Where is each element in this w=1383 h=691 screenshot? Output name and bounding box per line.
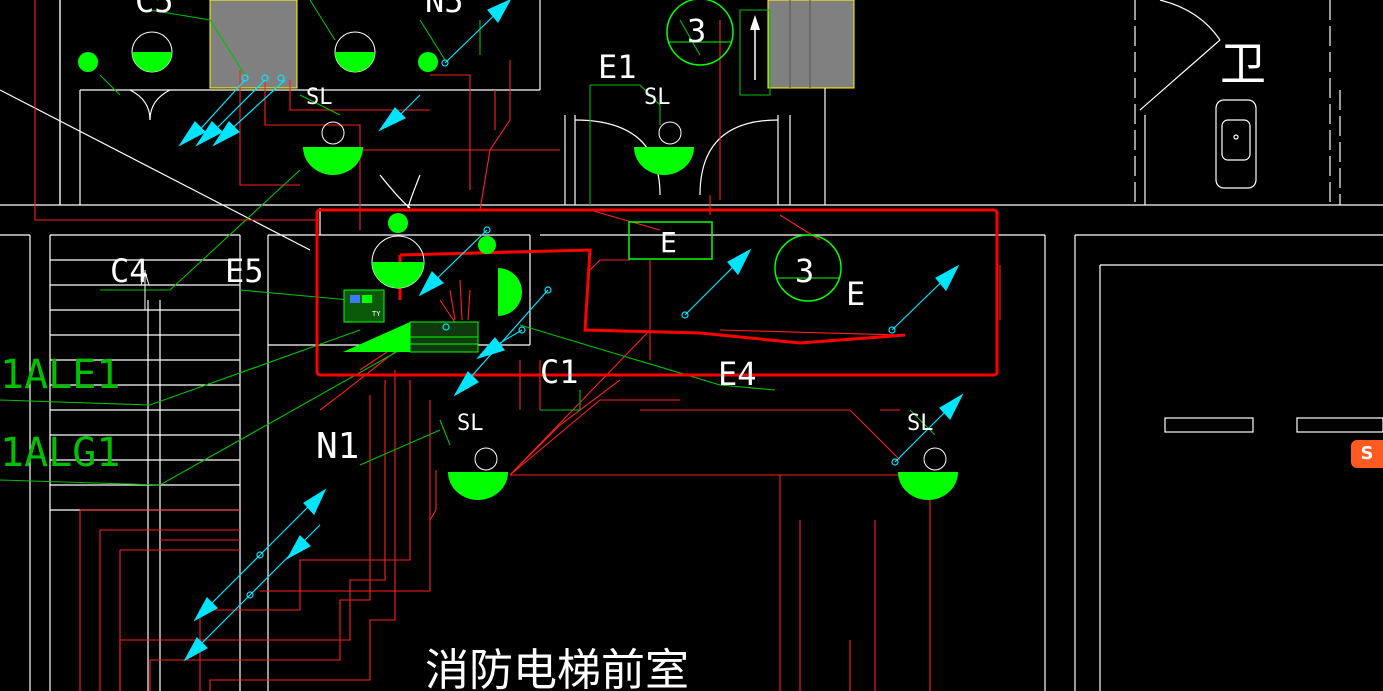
sensor-arrow-icon	[891, 264, 960, 331]
label-n1: N1	[316, 426, 359, 467]
label-e-right: E	[846, 275, 865, 313]
sl-light-bottom-right-icon	[898, 447, 958, 500]
label-e-box: E	[660, 226, 677, 259]
label-1alg1: 1ALG1	[0, 430, 120, 476]
label-sl-bottom-left: SL	[457, 411, 484, 436]
svg-text:TY: TY	[372, 310, 381, 318]
circled-fixture-mid-icon	[774, 234, 842, 302]
label-1ale1: 1ALE1	[0, 352, 120, 398]
sensor-arrow-icon	[183, 594, 251, 662]
sensor-arrow-icon	[249, 524, 321, 596]
shaft-left	[209, 0, 298, 89]
labels: C5 N5 E1 SL SL 3 卫 C4 E5 E 3 E 1ALE1 1AL…	[0, 0, 1266, 691]
sl-light-bottom-left-icon	[448, 447, 508, 500]
ime-badge[interactable]: S	[1351, 440, 1383, 468]
panel-triangle-icon	[343, 322, 410, 352]
sensor-arrow-icon	[195, 79, 266, 147]
sensor-arrow-icon	[212, 79, 286, 147]
label-num-3-mid: 3	[795, 252, 814, 290]
fixture-dot-icon	[388, 213, 408, 233]
fixture-dot-icon	[78, 52, 98, 72]
sensor-arrow-icon	[259, 488, 327, 556]
wall-light-icon	[498, 268, 522, 316]
label-sl-top-mid: SL	[644, 85, 671, 110]
sensors	[178, 0, 964, 662]
e-box-icon	[628, 221, 713, 260]
label-e5: E5	[225, 252, 264, 290]
sl-light-top-mid-icon	[634, 121, 694, 175]
circled-fixture-top-icon	[666, 0, 734, 66]
label-e1: E1	[598, 48, 637, 86]
label-n5: N5	[425, 0, 464, 20]
label-num-3-top: 3	[687, 12, 706, 50]
label-c1: C1	[540, 353, 579, 391]
label-sl-bottom-right: SL	[907, 411, 934, 436]
fixture-dot-icon	[418, 52, 438, 72]
fixture-dot-icon	[478, 236, 496, 254]
half-dome-light-icon	[131, 31, 173, 73]
label-toilet: 卫	[1220, 37, 1266, 91]
leaders	[0, 0, 936, 486]
sensor-arrow-icon	[894, 393, 964, 463]
label-e4: E4	[718, 355, 757, 393]
room-label: 消防电梯前室	[425, 645, 689, 691]
sensor-arrow-icon	[684, 248, 752, 316]
half-dome-light-icon	[371, 235, 425, 289]
half-dome-light-icon	[334, 31, 376, 73]
sensor-arrow-icon	[378, 94, 421, 132]
sensor-arrow-icon	[178, 79, 246, 147]
label-c4: C4	[110, 252, 149, 290]
sensor-arrow-icon	[418, 229, 488, 297]
sensor-arrow-icon	[444, 0, 511, 64]
sl-light-top-left-icon	[303, 121, 363, 175]
fixtures: TY	[78, 0, 958, 500]
label-c5: C5	[135, 0, 174, 20]
sensor-arrow-icon	[193, 554, 261, 622]
shaft-right	[767, 0, 855, 89]
sensor-arrow-icon	[476, 329, 523, 360]
label-sl-top-left: SL	[306, 85, 333, 110]
